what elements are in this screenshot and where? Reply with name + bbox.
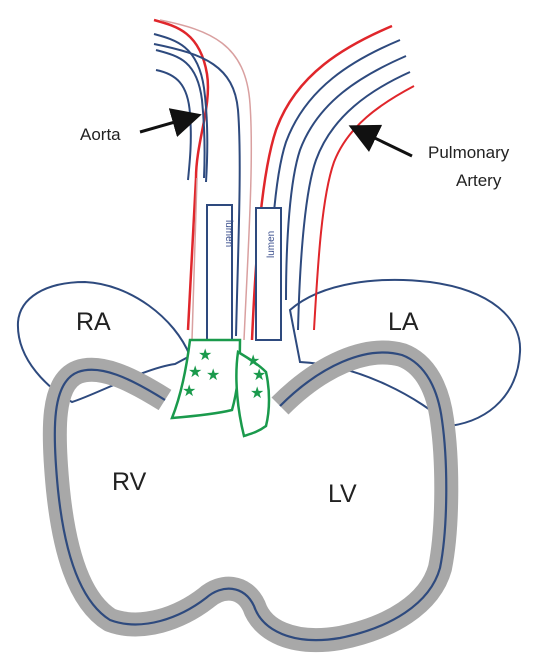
star-marker: ★ bbox=[188, 362, 202, 381]
aorta-arrow bbox=[140, 116, 196, 132]
star-marker: ★ bbox=[182, 381, 196, 400]
aorta-outer-wall bbox=[154, 20, 208, 330]
right-atrium-shape bbox=[18, 282, 190, 402]
pulmonary-label-line2: Artery bbox=[456, 171, 502, 190]
star-marker: ★ bbox=[252, 365, 266, 384]
star-marker: ★ bbox=[206, 365, 220, 384]
aorta-lumen-label: lumen bbox=[223, 220, 234, 247]
pulmonary-wall-line-inner bbox=[286, 56, 406, 300]
ra-label: RA bbox=[76, 308, 111, 336]
pulmonary-lumen-box bbox=[256, 208, 281, 340]
pulmonary-lumen-label: lumen bbox=[266, 231, 277, 258]
la-label: LA bbox=[388, 308, 419, 336]
rv-label: RV bbox=[112, 468, 147, 496]
pulmonary-label-line1: Pulmonary bbox=[428, 143, 510, 162]
aorta-label: Aorta bbox=[80, 125, 121, 144]
star-marker: ★ bbox=[250, 383, 264, 402]
lv-label: LV bbox=[328, 480, 357, 508]
pulmonary-arrow bbox=[354, 128, 412, 156]
